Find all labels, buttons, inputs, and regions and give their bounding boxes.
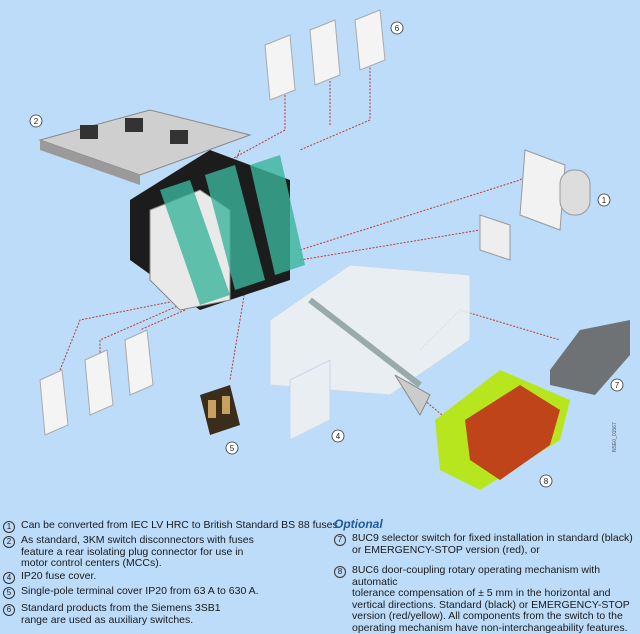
- terminal-covers-top: [264, 9, 386, 101]
- callout-1: 1: [602, 196, 607, 205]
- exploded-view-illustration: 6 2 1 4 5 7 8: [29, 9, 630, 490]
- callout-markers: [29, 21, 624, 488]
- legend-number: 5: [3, 587, 15, 599]
- legend-item-1: 1 Can be converted from IEC LV HRC to Bri…: [3, 519, 341, 533]
- legend-item-7: 7 8UC9 selector switch for fixed installa…: [334, 532, 633, 556]
- legend-number: 1: [3, 521, 15, 533]
- selector-switch: [550, 320, 630, 395]
- drawing-code: NSE0_01567: [612, 422, 618, 452]
- plug-connector-base: [38, 109, 252, 185]
- legend-text: Single-pole terminal cover IP20 from 63 …: [21, 585, 259, 597]
- legend-item-4: 4 IP20 fuse cover.: [3, 570, 97, 584]
- callout-2: 2: [34, 117, 39, 126]
- legend-text: IP20 fuse cover.: [21, 570, 97, 582]
- legend-text: As standard, 3KM switch disconnectors wi…: [21, 534, 254, 569]
- callout-4: 4: [336, 432, 341, 441]
- legend-number: 8: [334, 566, 346, 578]
- legend-item-5: 5 Single-pole terminal cover IP20 from 63…: [3, 585, 259, 599]
- switch-disconnector-body: [130, 150, 305, 311]
- optional-heading: Optional: [334, 517, 383, 531]
- callout-7: 7: [615, 381, 620, 390]
- legend-text: 8UC9 selector switch for fixed installat…: [352, 532, 633, 556]
- callout-5: 6: [395, 24, 400, 33]
- auxiliary-switch: [200, 385, 240, 435]
- rotary-operating-mechanism: [435, 370, 570, 490]
- legend-number: 7: [334, 534, 346, 546]
- legend-number: 6: [3, 604, 15, 616]
- legend-text: Can be converted from IEC LV HRC to Brit…: [21, 519, 341, 531]
- callout-6: 5: [230, 444, 235, 453]
- terminal-covers-bottom: [39, 329, 154, 436]
- legend-item-8: 8 8UC6 door-coupling rotary operating mec…: [334, 564, 640, 634]
- fuse-assembly: [479, 149, 591, 261]
- legend-item-6: 6 Standard products from the Siemens 3SB1…: [3, 602, 221, 626]
- legend-number: 2: [3, 536, 15, 548]
- coupling-shaft: [308, 297, 431, 417]
- legend-text: Standard products from the Siemens 3SB1 …: [21, 602, 221, 626]
- callout-8: 8: [544, 477, 549, 486]
- legend-item-2: 2 As standard, 3KM switch disconnectors w…: [3, 534, 254, 570]
- legend-number: 4: [3, 572, 15, 584]
- legend-text: 8UC6 door-coupling rotary operating mech…: [352, 564, 630, 634]
- fuse-cover: [269, 264, 471, 441]
